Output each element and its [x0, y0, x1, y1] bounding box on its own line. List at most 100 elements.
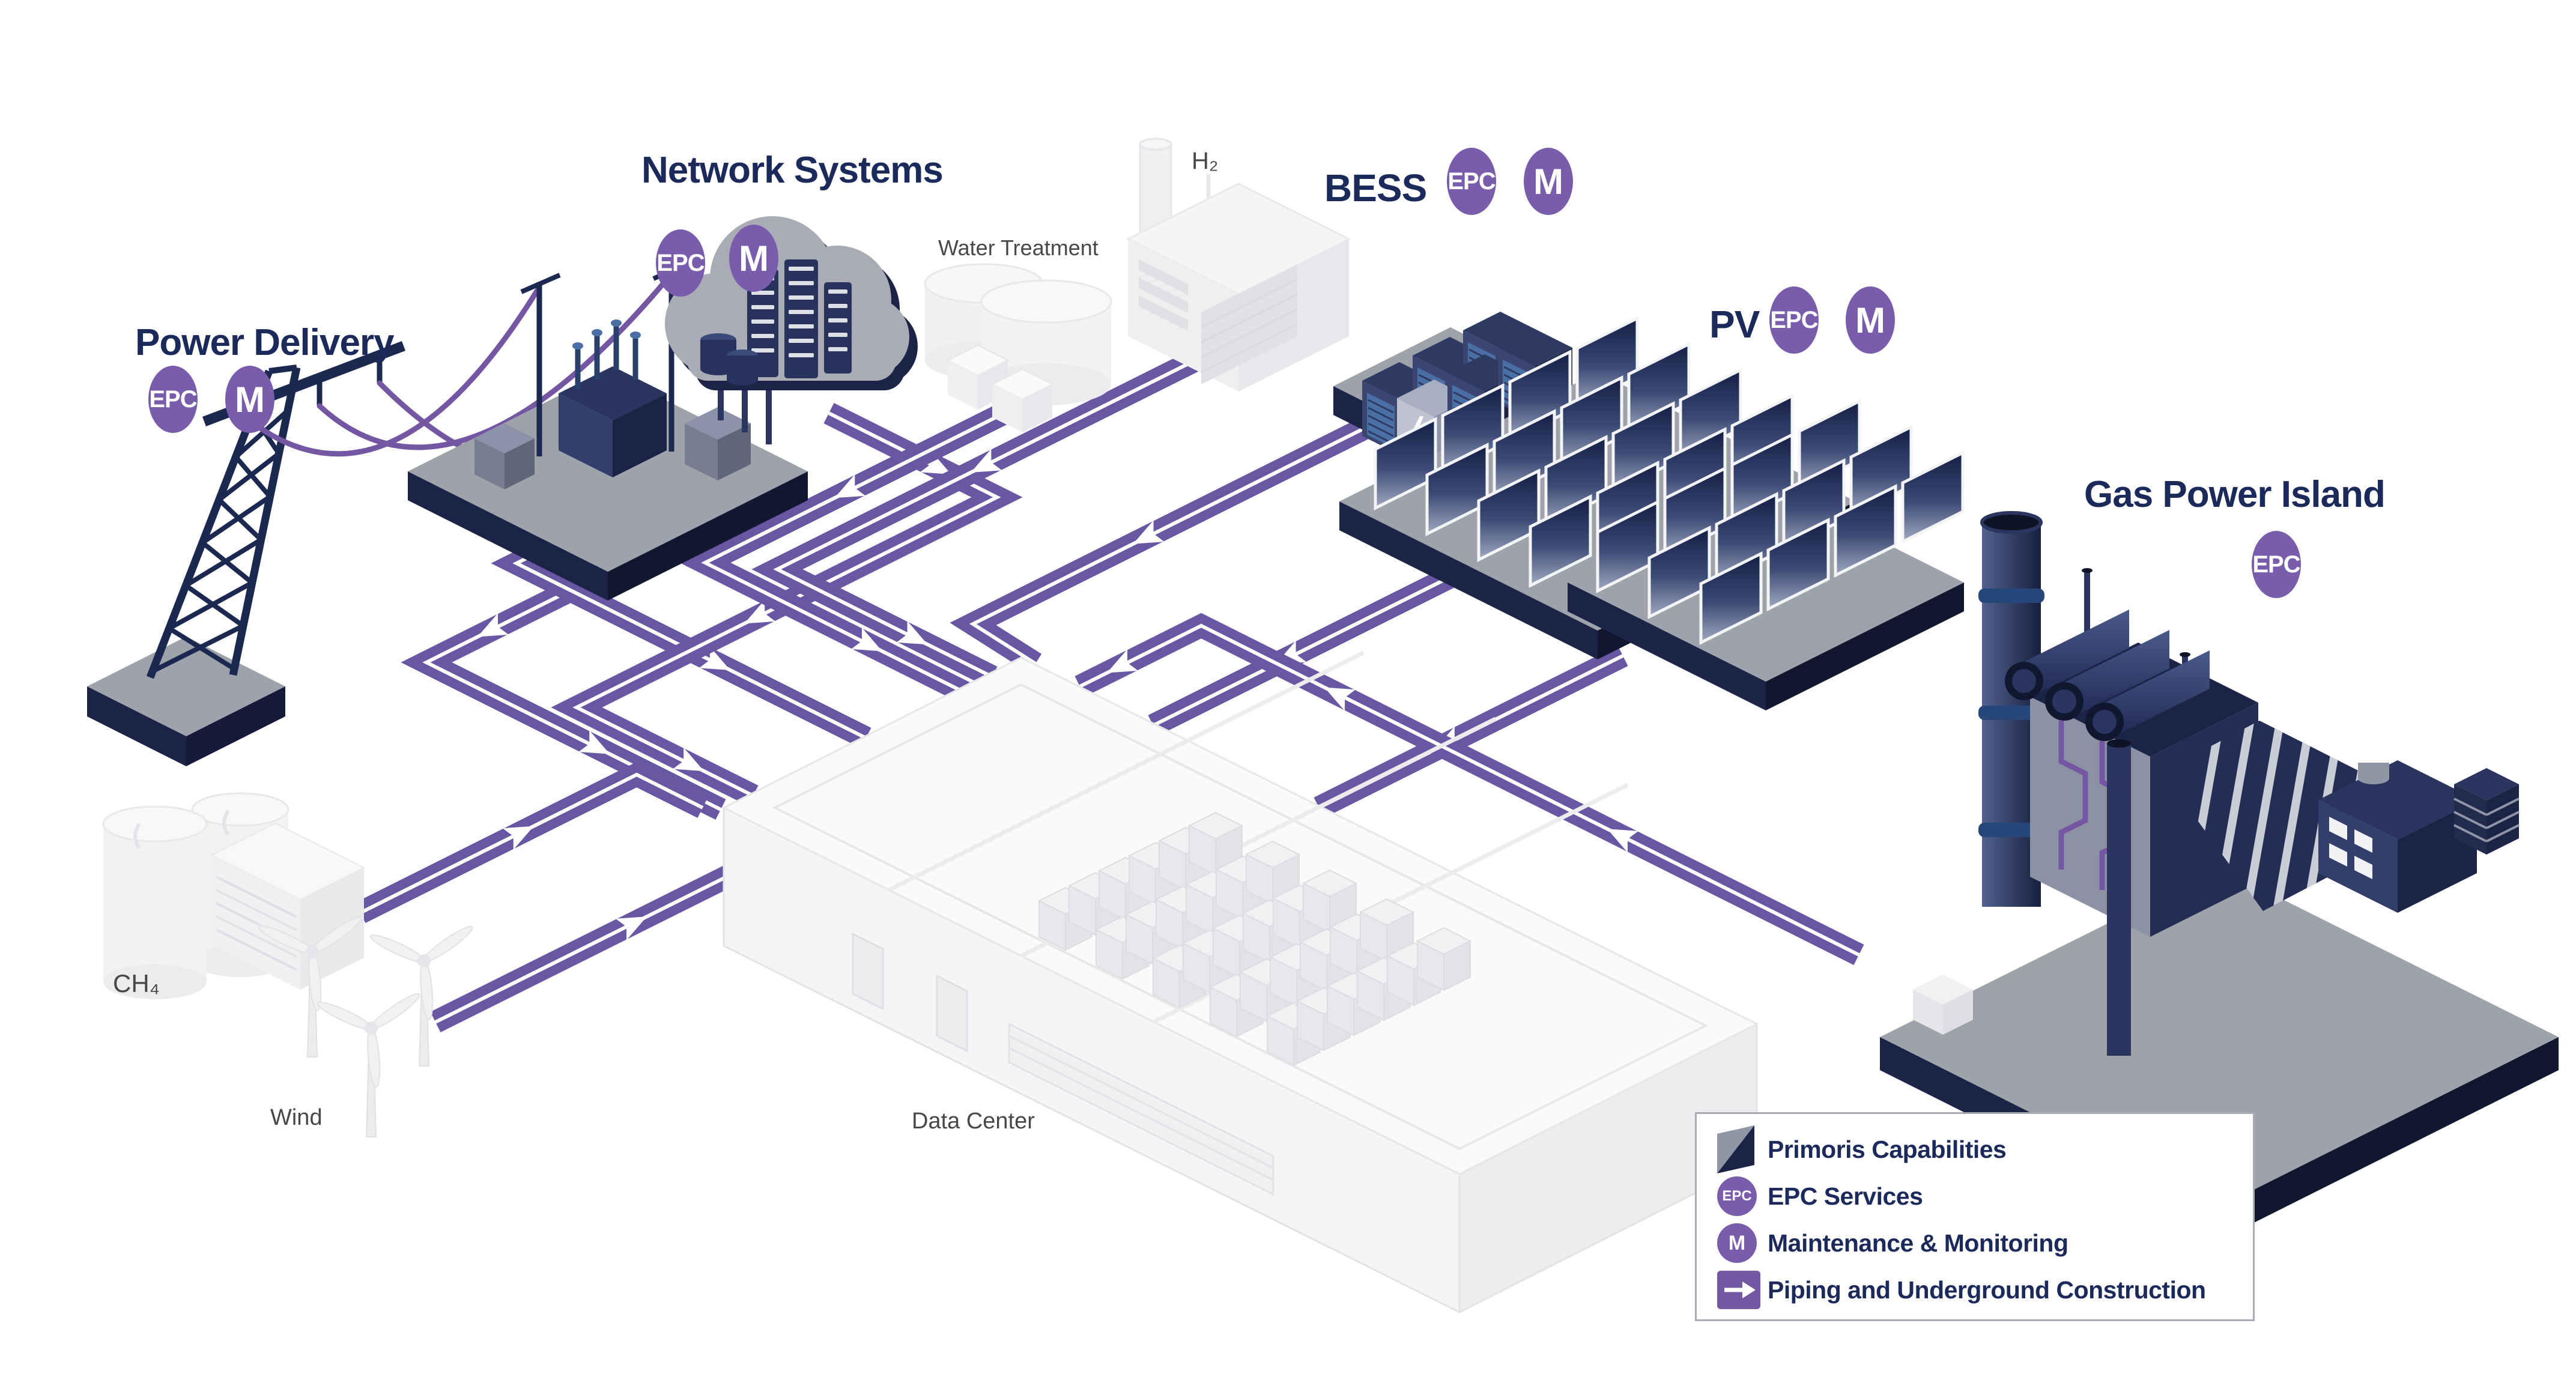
dc-rack	[1416, 927, 1472, 991]
solar-panel	[1901, 450, 1965, 545]
flow-arrow-icon	[834, 474, 866, 498]
flow-arrow-icon	[744, 600, 776, 624]
dc-rack	[1302, 869, 1358, 934]
bushing-caps	[572, 319, 641, 350]
wt-box-left	[992, 384, 1022, 432]
hrsg-drum	[2085, 650, 2210, 741]
transmission-tower	[87, 271, 674, 766]
solar-panel	[1834, 483, 1897, 578]
pv-base-2r	[1766, 583, 1964, 710]
solar-panel	[1699, 551, 1763, 646]
gpi-stack-rings	[1978, 589, 2044, 837]
gpi-platform	[1880, 868, 2559, 1207]
ch4-vent	[133, 823, 141, 849]
substation	[408, 259, 808, 601]
ch4-storage	[102, 792, 366, 999]
ch4-tank-top	[102, 805, 208, 843]
solar-panel	[1647, 525, 1711, 620]
wt-box-left	[948, 360, 978, 410]
solar-panel	[1477, 468, 1541, 563]
aux-stack	[2107, 743, 2131, 1056]
ch4-tank-body	[103, 824, 207, 982]
h2-building	[1126, 138, 1351, 392]
pv-base-1	[1339, 501, 1598, 659]
solar-panels	[1374, 315, 1965, 646]
cabinet-left	[474, 438, 505, 489]
hall-vent-body	[2358, 763, 2389, 778]
wind-turbine	[258, 916, 362, 1058]
tower-platform-base-right	[186, 686, 285, 766]
aux-stack-top	[2107, 739, 2131, 748]
solar-panel	[1529, 494, 1592, 589]
ch4-tank-top	[191, 792, 289, 827]
flare-top	[2082, 568, 2093, 573]
h2-louver-lines	[1201, 278, 1298, 374]
bushings	[575, 324, 638, 389]
dc-roof-inner	[772, 683, 1709, 1151]
transformer-right	[613, 393, 667, 477]
flow-arrow-icon	[616, 916, 647, 940]
wind-turbine	[317, 993, 420, 1137]
cabinet-right	[505, 438, 535, 489]
h2-louvers	[1139, 259, 1297, 384]
mast-arm	[520, 273, 561, 294]
gpi-base-right	[2219, 1037, 2559, 1240]
cabinet-right	[718, 423, 751, 480]
server-rack	[784, 259, 818, 378]
flow-arrow-icon	[1133, 520, 1165, 544]
substation-base-right	[608, 471, 808, 601]
gpi-stack-top	[1980, 511, 2043, 534]
transformer-left	[559, 393, 613, 477]
hall-windows	[2329, 817, 2372, 879]
solar-panel	[1374, 416, 1437, 511]
gas-power-island	[1880, 511, 2559, 1240]
pv-base-2	[1568, 583, 1766, 710]
pipe-water_treatment-to-data_center	[679, 385, 1046, 703]
solar-panel	[1596, 499, 1659, 594]
flow-arrow-icon	[1107, 649, 1138, 673]
ch4-building-louvers	[216, 876, 297, 971]
wind-turbines	[258, 916, 473, 1137]
flow-arrow-icon	[851, 628, 882, 652]
tower-platform-base	[87, 686, 186, 766]
hrsg-drum	[2005, 610, 2129, 700]
cabinet-left	[685, 423, 718, 480]
ch4-tank-bottom	[103, 964, 207, 999]
h2-stack-top	[1139, 138, 1172, 151]
gpi-small-box-l	[1913, 990, 1943, 1035]
pipe-pv-to-data_center	[1148, 555, 1478, 736]
dc-door	[852, 932, 884, 1011]
wind-turbine	[370, 925, 473, 1067]
flow-arrow-icon	[1324, 687, 1356, 712]
flare-top	[2180, 652, 2190, 657]
gpi-small-box-r	[1943, 990, 1973, 1035]
flow-arrow-icon	[971, 449, 1002, 473]
pv-array	[1339, 315, 1965, 710]
hrsg-drum	[2045, 630, 2169, 721]
hrsg-drums	[2005, 610, 2210, 741]
pipe-gas_power_island-to-data_center	[1074, 613, 1864, 965]
server-rack	[824, 282, 852, 374]
flow-arrow-icon	[699, 646, 730, 670]
flow-arrow-icon	[578, 730, 610, 754]
solar-panel	[1766, 517, 1830, 612]
pipe-bess-to-data_center	[950, 412, 1382, 674]
tank-top	[980, 279, 1112, 324]
cloud-server-racks	[747, 259, 852, 378]
flow-arrow-icon	[477, 613, 509, 637]
dc-door	[936, 974, 968, 1053]
dc-server-racks	[1037, 811, 1472, 1067]
flow-arrow-icon	[673, 747, 705, 772]
wt-box-right	[1022, 384, 1052, 432]
solar-panel	[1425, 442, 1489, 537]
db-cylinder-bottom	[727, 374, 758, 386]
tower-crossarm	[202, 341, 406, 426]
pipe-ch4-to-data_center	[355, 761, 708, 923]
flow-arrow-icon	[502, 826, 534, 850]
data-center	[721, 650, 1759, 1314]
pipe-power_delivery-to-data_center	[401, 561, 726, 820]
flow-arrow-icon	[1607, 829, 1638, 853]
water-treatment	[924, 263, 1112, 432]
flow-arrow-icon	[896, 620, 928, 645]
